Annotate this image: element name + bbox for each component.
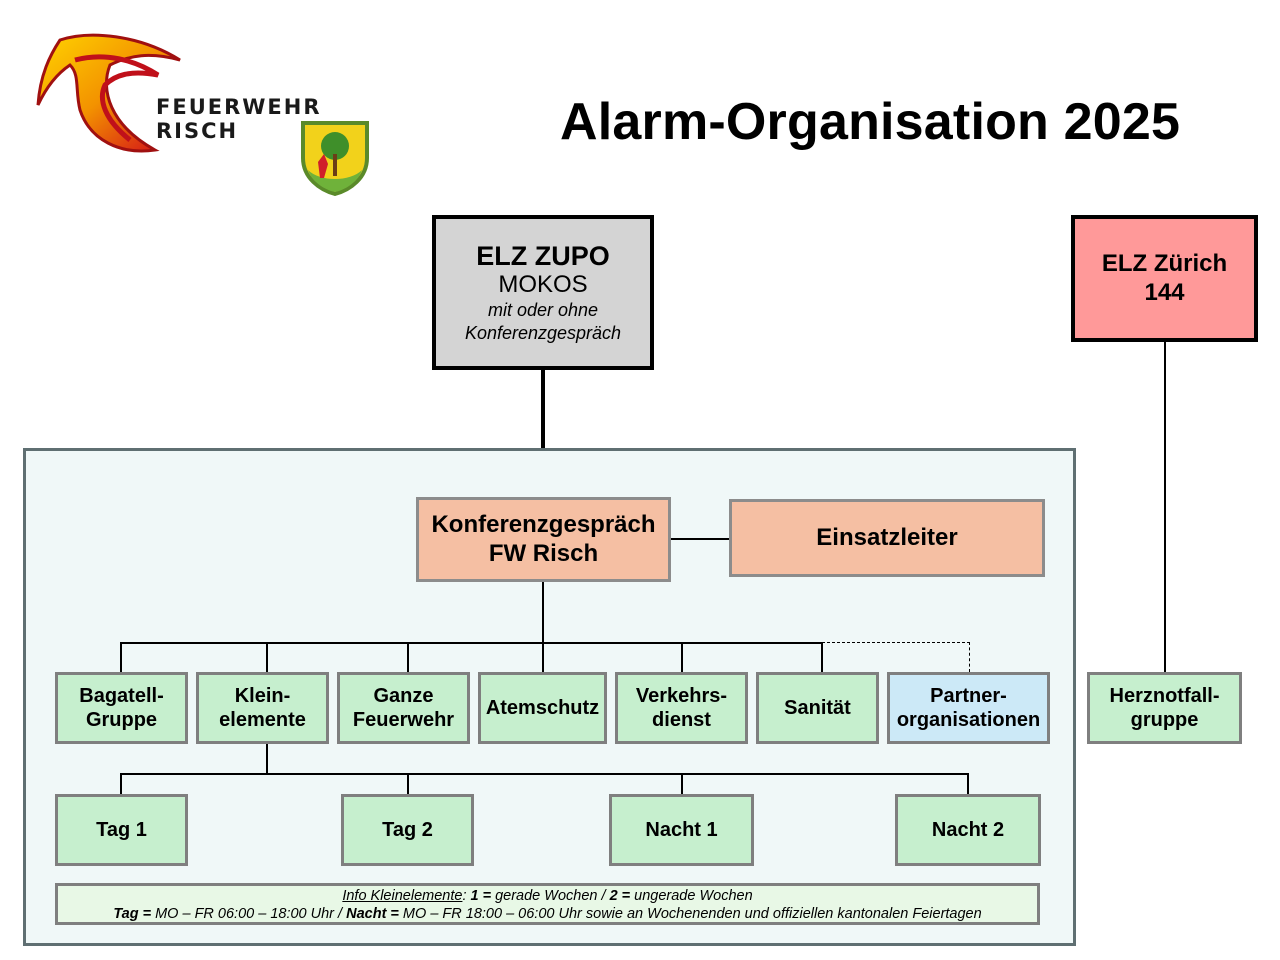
info-nacht-text: MO – FR 18:00 – 06:00 Uhr sowie an Woche… — [398, 906, 982, 922]
unit-atemschutz: Atemschutz — [478, 672, 607, 744]
elz-zupo-note-1: mit oder ohne — [487, 299, 599, 320]
herznotfall-line-2: gruppe — [1130, 709, 1199, 731]
connector-shift-2 — [407, 773, 409, 794]
info-colon: : — [462, 888, 471, 904]
connector-zurich-herz — [1164, 342, 1166, 673]
unit-verkehrsdienst: Verkehrs- dienst — [615, 672, 748, 744]
connector-units-bus — [120, 642, 822, 644]
elz-zupo-mokos: MOKOS — [498, 270, 588, 298]
connector-unit-2 — [266, 642, 268, 672]
elz-zurich-number: 144 — [1144, 278, 1185, 306]
info-tag-text: MO – FR 06:00 – 18:00 Uhr / — [151, 906, 347, 922]
connector-partner-dashed — [822, 642, 970, 672]
logo-text: FEUERWEHR RISCH — [156, 95, 322, 143]
logo-line-2: RISCH — [156, 119, 239, 143]
feuerwehr-logo-icon — [36, 33, 181, 153]
connector-zupo-panel — [541, 370, 545, 450]
einsatzleiter-label: Einsatzleiter — [816, 523, 958, 551]
shift-nacht-2: Nacht 2 — [895, 794, 1041, 866]
connector-unit-1 — [120, 642, 122, 672]
elz-zurich-box: ELZ Zürich 144 — [1071, 215, 1258, 342]
connector-konferenz-down — [542, 582, 544, 672]
connector-unit-3 — [407, 642, 409, 672]
info-box: Info Kleinelemente: 1 = gerade Wochen / … — [55, 883, 1040, 925]
logo-line-1: FEUERWEHR — [156, 95, 322, 119]
risch-coat-of-arms-icon — [301, 121, 369, 196]
unit-label-2a: Klein- — [234, 685, 291, 707]
elz-zurich-title: ELZ Zürich — [1101, 249, 1228, 277]
konferenz-line-1: Konferenzgespräch — [431, 510, 656, 538]
elz-zupo-note-2: Konferenzgespräch — [464, 322, 622, 343]
konferenz-line-2: FW Risch — [488, 539, 599, 567]
unit-label-7a: Partner- — [930, 685, 1007, 707]
info-tag-label: Tag = — [113, 906, 152, 922]
unit-label-5b: dienst — [652, 709, 711, 731]
connector-unit-5 — [681, 642, 683, 672]
connector-unit-6 — [821, 642, 823, 672]
connector-shift-3 — [681, 773, 683, 794]
elz-zupo-box: ELZ ZUPO MOKOS mit oder ohne Konferenzge… — [432, 215, 654, 370]
herznotfall-line-1: Herznotfall- — [1109, 685, 1220, 707]
unit-label-1a: Bagatell- — [79, 685, 164, 707]
shift-nacht-1: Nacht 1 — [609, 794, 754, 866]
info-n2: 2 = — [609, 888, 631, 904]
info-t2: ungerade Wochen — [630, 888, 753, 904]
unit-sanitaet: Sanität — [756, 672, 879, 744]
shift-tag-1: Tag 1 — [55, 794, 188, 866]
connector-konferenz-einsatzleiter — [671, 538, 729, 540]
unit-label-2b: elemente — [219, 709, 306, 731]
connector-klein-down — [266, 744, 268, 774]
unit-label-4a: Atemschutz — [485, 697, 600, 719]
page-title: Alarm-Organisation 2025 — [560, 93, 1181, 151]
shift-label-1: Tag 1 — [96, 819, 147, 841]
connector-shift-1 — [120, 773, 122, 794]
konferenz-box: Konferenzgespräch FW Risch — [416, 497, 671, 582]
unit-label-5a: Verkehrs- — [635, 685, 728, 707]
unit-kleinelemente: Klein- elemente — [196, 672, 329, 744]
info-line-1: Info Kleinelemente: 1 = gerade Wochen / … — [58, 887, 1037, 905]
unit-ganze-feuerwehr: Ganze Feuerwehr — [337, 672, 470, 744]
shift-tag-2: Tag 2 — [341, 794, 474, 866]
connector-shift-4 — [967, 773, 969, 794]
unit-label-6a: Sanität — [784, 697, 851, 719]
unit-bagatell: Bagatell- Gruppe — [55, 672, 188, 744]
shift-label-4: Nacht 2 — [931, 819, 1005, 841]
unit-herznotfallgruppe: Herznotfall- gruppe — [1087, 672, 1242, 744]
connector-shifts-bus — [120, 773, 968, 775]
info-line-2: Tag = MO – FR 06:00 – 18:00 Uhr / Nacht … — [58, 905, 1037, 923]
info-n1: 1 = — [470, 888, 492, 904]
info-nacht-label: Nacht = — [346, 906, 399, 922]
unit-label-7b: organisationen — [896, 709, 1041, 731]
unit-label-3b: Feuerwehr — [352, 709, 455, 731]
shift-label-3: Nacht 1 — [645, 819, 718, 841]
unit-label-1b: Gruppe — [85, 709, 158, 731]
info-t1: gerade Wochen / — [491, 888, 610, 904]
shift-label-2: Tag 2 — [382, 819, 433, 841]
info-label: Info Kleinelemente — [342, 888, 463, 904]
elz-zupo-title: ELZ ZUPO — [476, 240, 610, 271]
unit-partnerorganisationen: Partner- organisationen — [887, 672, 1050, 744]
einsatzleiter-box: Einsatzleiter — [729, 499, 1045, 577]
unit-label-3a: Ganze — [373, 685, 434, 707]
